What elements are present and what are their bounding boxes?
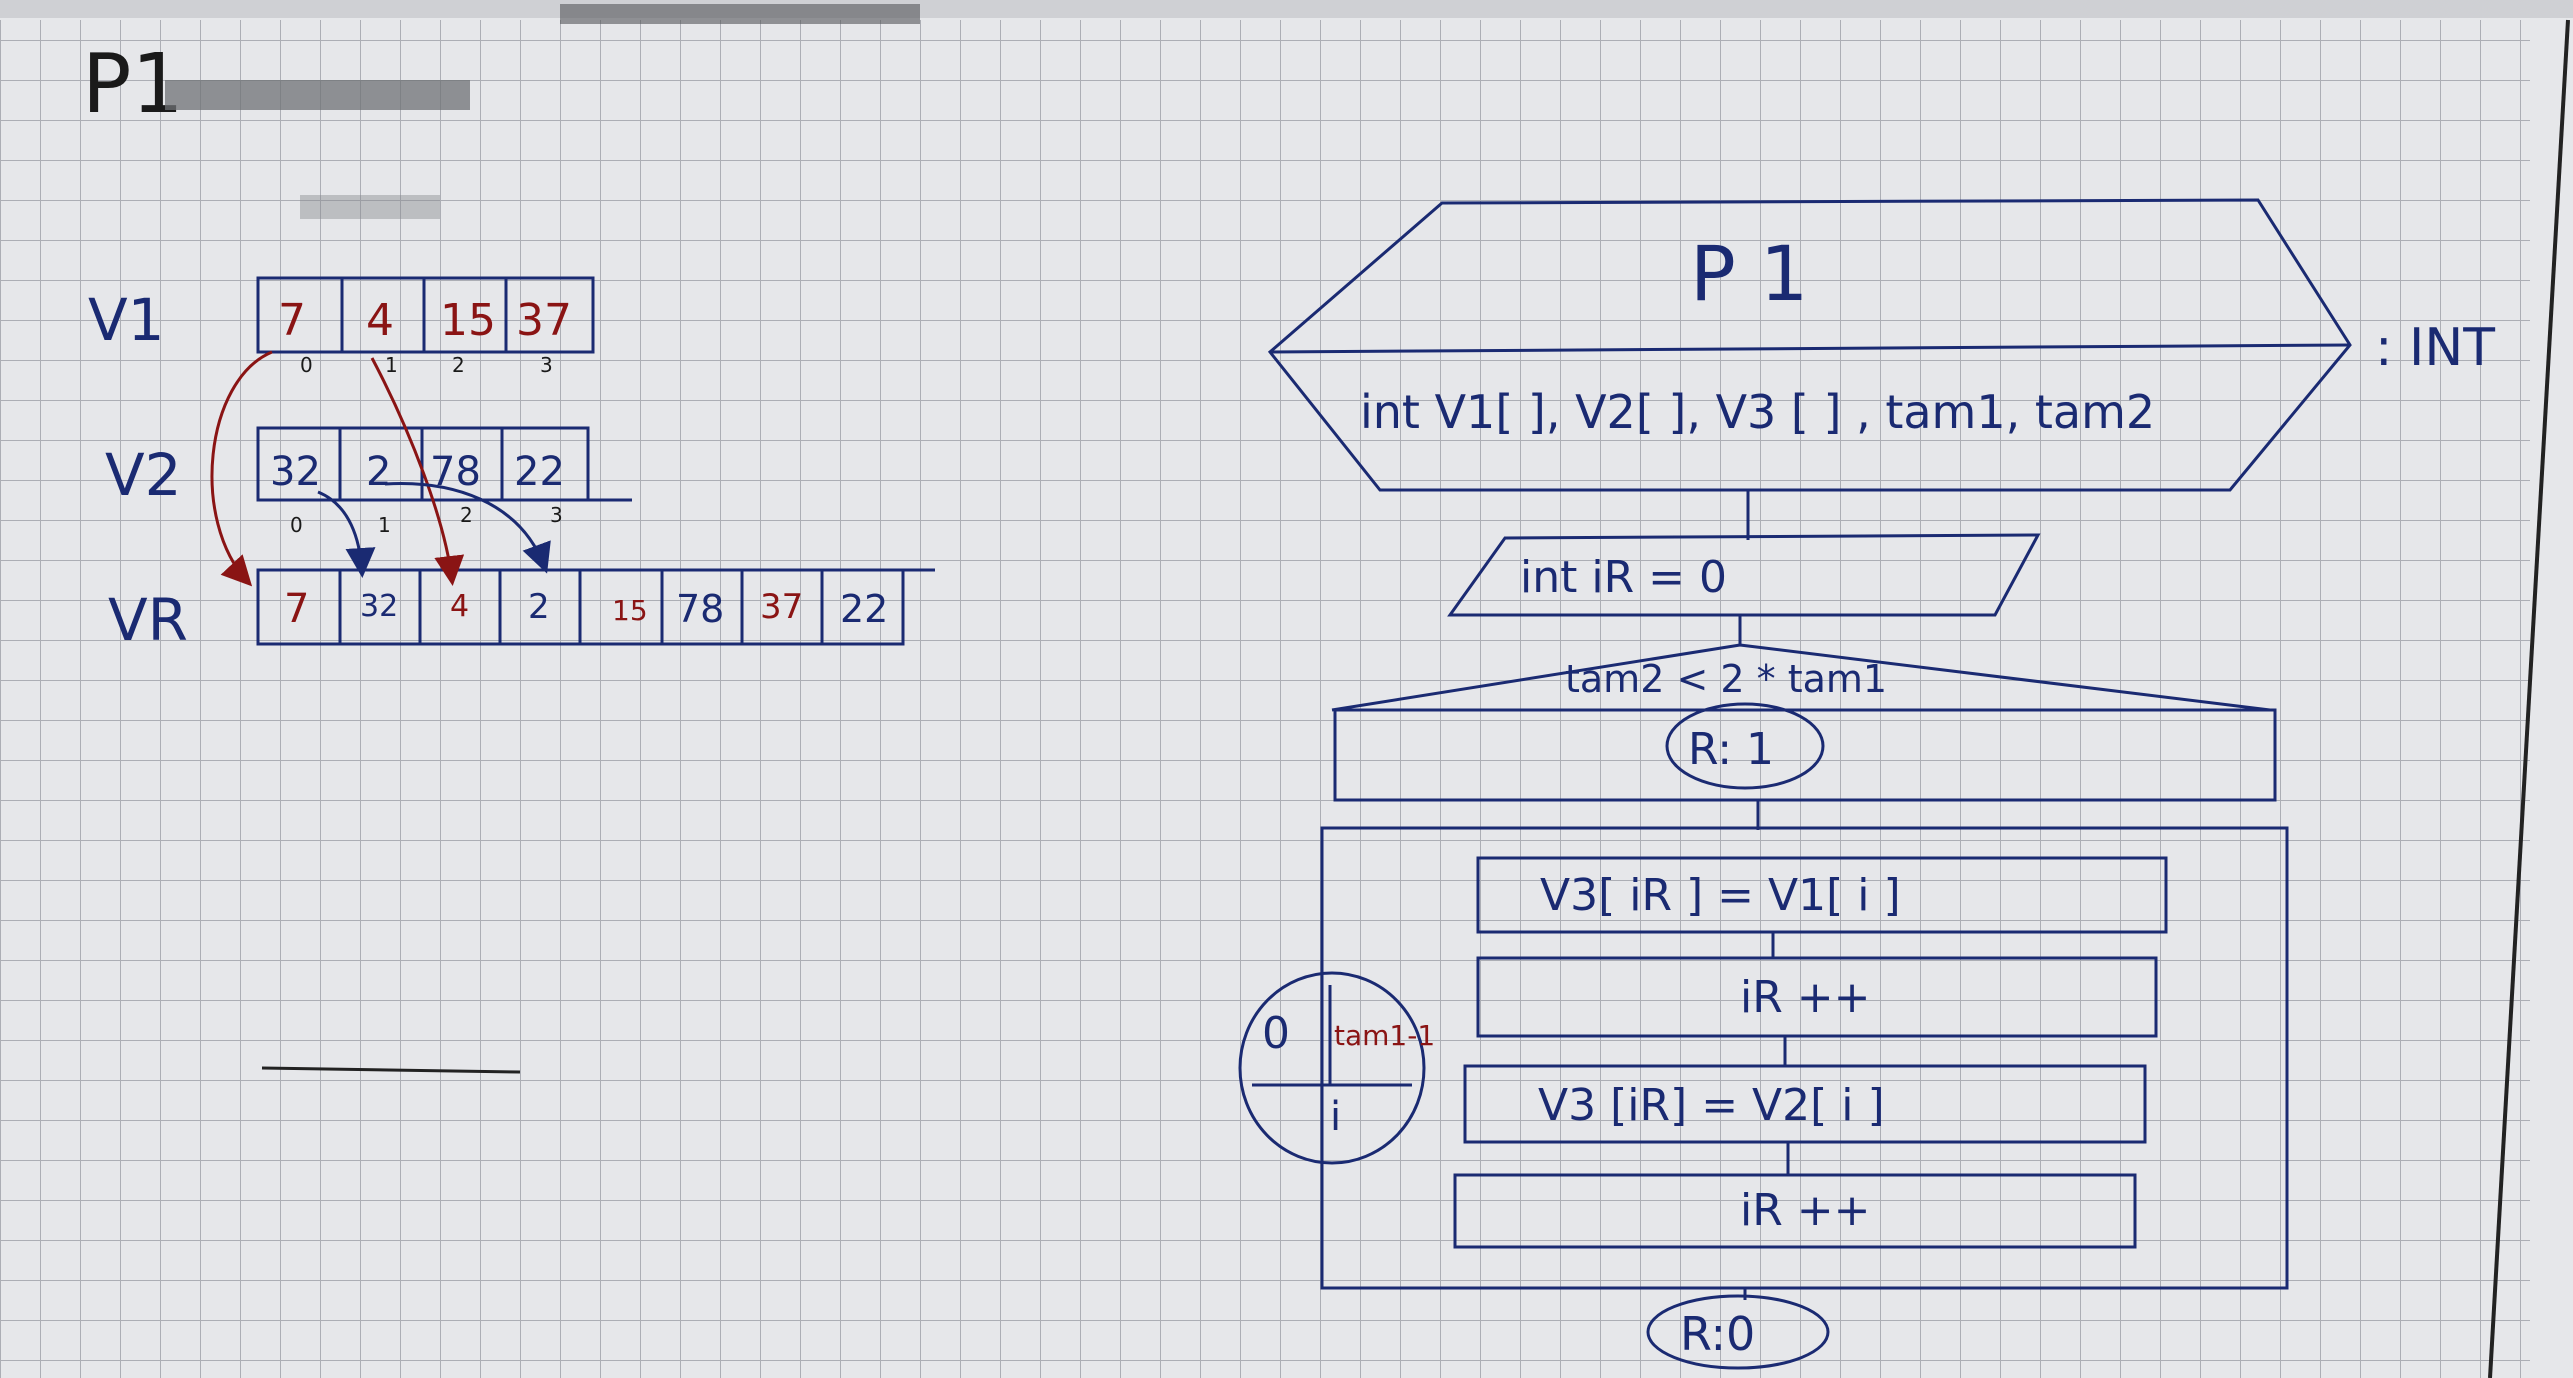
result-badge-bottom — [1646, 1294, 1830, 1370]
v1-index-0: 0 — [300, 353, 313, 377]
vr-array: 7 32 4 2 15 78 37 22 — [256, 568, 935, 646]
function-title: P 1 — [1690, 229, 1808, 318]
arrow-v1-0-to-vr-0 — [210, 350, 273, 587]
result-badge-bottom-text: R:0 — [1680, 1307, 1755, 1361]
loop-from: 0 — [1262, 1008, 1290, 1059]
step-3-text: V3 [iR] = V2[ i ] — [1538, 1080, 1885, 1131]
smudge — [300, 195, 440, 219]
vr-cell-2: 4 — [450, 589, 469, 624]
v1-array: 7 4 15 37 0 1 2 3 — [256, 276, 595, 377]
v1-index-3: 3 — [540, 353, 553, 377]
vr-cell-3: 2 — [528, 587, 550, 627]
stray-line — [261, 1066, 521, 1074]
v2-label: V2 — [105, 441, 182, 509]
step-1-text: V3[ iR ] = V1[ i ] — [1540, 870, 1901, 921]
v1-index-2: 2 — [452, 353, 465, 377]
step-1-box — [1476, 856, 2168, 934]
v2-cell-0: 32 — [270, 449, 321, 495]
v2-cell-3: 22 — [514, 449, 565, 495]
arrow-v2-1-to-vr-3 — [384, 482, 551, 574]
grid-paper — [0, 20, 2530, 1378]
v1-index-1: 1 — [385, 353, 398, 377]
condition-text: tam2 < 2 * tam1 — [1565, 657, 1887, 701]
function-params: int V1[ ], V2[ ], V3 [ ] , tam1, tam2 — [1360, 385, 2155, 439]
condition-box — [1333, 708, 2277, 802]
step-4-text: iR ++ — [1740, 1185, 1871, 1236]
arrow-v2-0-to-vr-1 — [317, 490, 376, 578]
v1-label: V1 — [88, 286, 165, 354]
v2-cell-2: 78 — [430, 449, 481, 495]
vr-cell-7: 22 — [840, 587, 888, 631]
v1-cell-1: 4 — [366, 295, 394, 346]
loop-circle — [1238, 971, 1426, 1165]
vr-cell-0: 7 — [284, 586, 309, 632]
v2-index-0: 0 — [290, 513, 303, 537]
declaration-text: int iR = 0 — [1520, 552, 1727, 603]
step-3-box — [1463, 1064, 2147, 1144]
step-4-box — [1453, 1173, 2137, 1249]
step-2-box — [1476, 956, 2158, 1038]
loop-to: tam1-1 — [1334, 1019, 1435, 1052]
declaration-shape — [1447, 533, 2041, 617]
v2-index-2: 2 — [460, 503, 473, 527]
vr-cell-6: 37 — [760, 587, 803, 627]
declaration-block: int iR = 0 — [1447, 533, 2041, 617]
vr-label: VR — [108, 586, 188, 654]
top-smudge — [560, 4, 920, 24]
v1-cell-0: 7 — [278, 295, 306, 346]
v1-cell-3: 37 — [516, 295, 572, 346]
result-badge-top-text: R: 1 — [1688, 724, 1774, 775]
loop-frame — [1320, 826, 2289, 1290]
v2-index-3: 3 — [550, 503, 563, 527]
function-return-type: : INT — [2375, 318, 2495, 378]
condition-hat — [1331, 643, 2271, 712]
v2-array: 32 2 78 22 0 1 2 3 — [256, 426, 632, 537]
header-divider — [1269, 343, 2351, 354]
arrow-v1-1-to-vr-2 — [370, 357, 465, 586]
vr-cell-1: 32 — [360, 589, 398, 624]
function-header: P 1 int V1[ ], V2[ ], V3 [ ] , tam1, tam… — [1267, 198, 2495, 492]
vr-cell-4: 15 — [612, 594, 648, 627]
loop-var: i — [1330, 1094, 1341, 1140]
redaction-bar — [165, 80, 470, 110]
vr-cell-5: 78 — [676, 587, 724, 631]
result-badge-top — [1665, 702, 1825, 790]
v2-cell-1: 2 — [366, 449, 391, 495]
board-top-edge — [0, 0, 2573, 18]
v1-cell-2: 15 — [440, 295, 496, 346]
v2-index-1: 1 — [378, 513, 391, 537]
loop-block: 0 tam1-1 i V3[ iR ] = V1[ i ] iR ++ V3 [… — [1238, 826, 2289, 1290]
condition-block: tam2 < 2 * tam1 R: 1 — [1331, 643, 2277, 802]
board-right-edge — [2488, 19, 2570, 1378]
step-2-text: iR ++ — [1740, 972, 1871, 1023]
